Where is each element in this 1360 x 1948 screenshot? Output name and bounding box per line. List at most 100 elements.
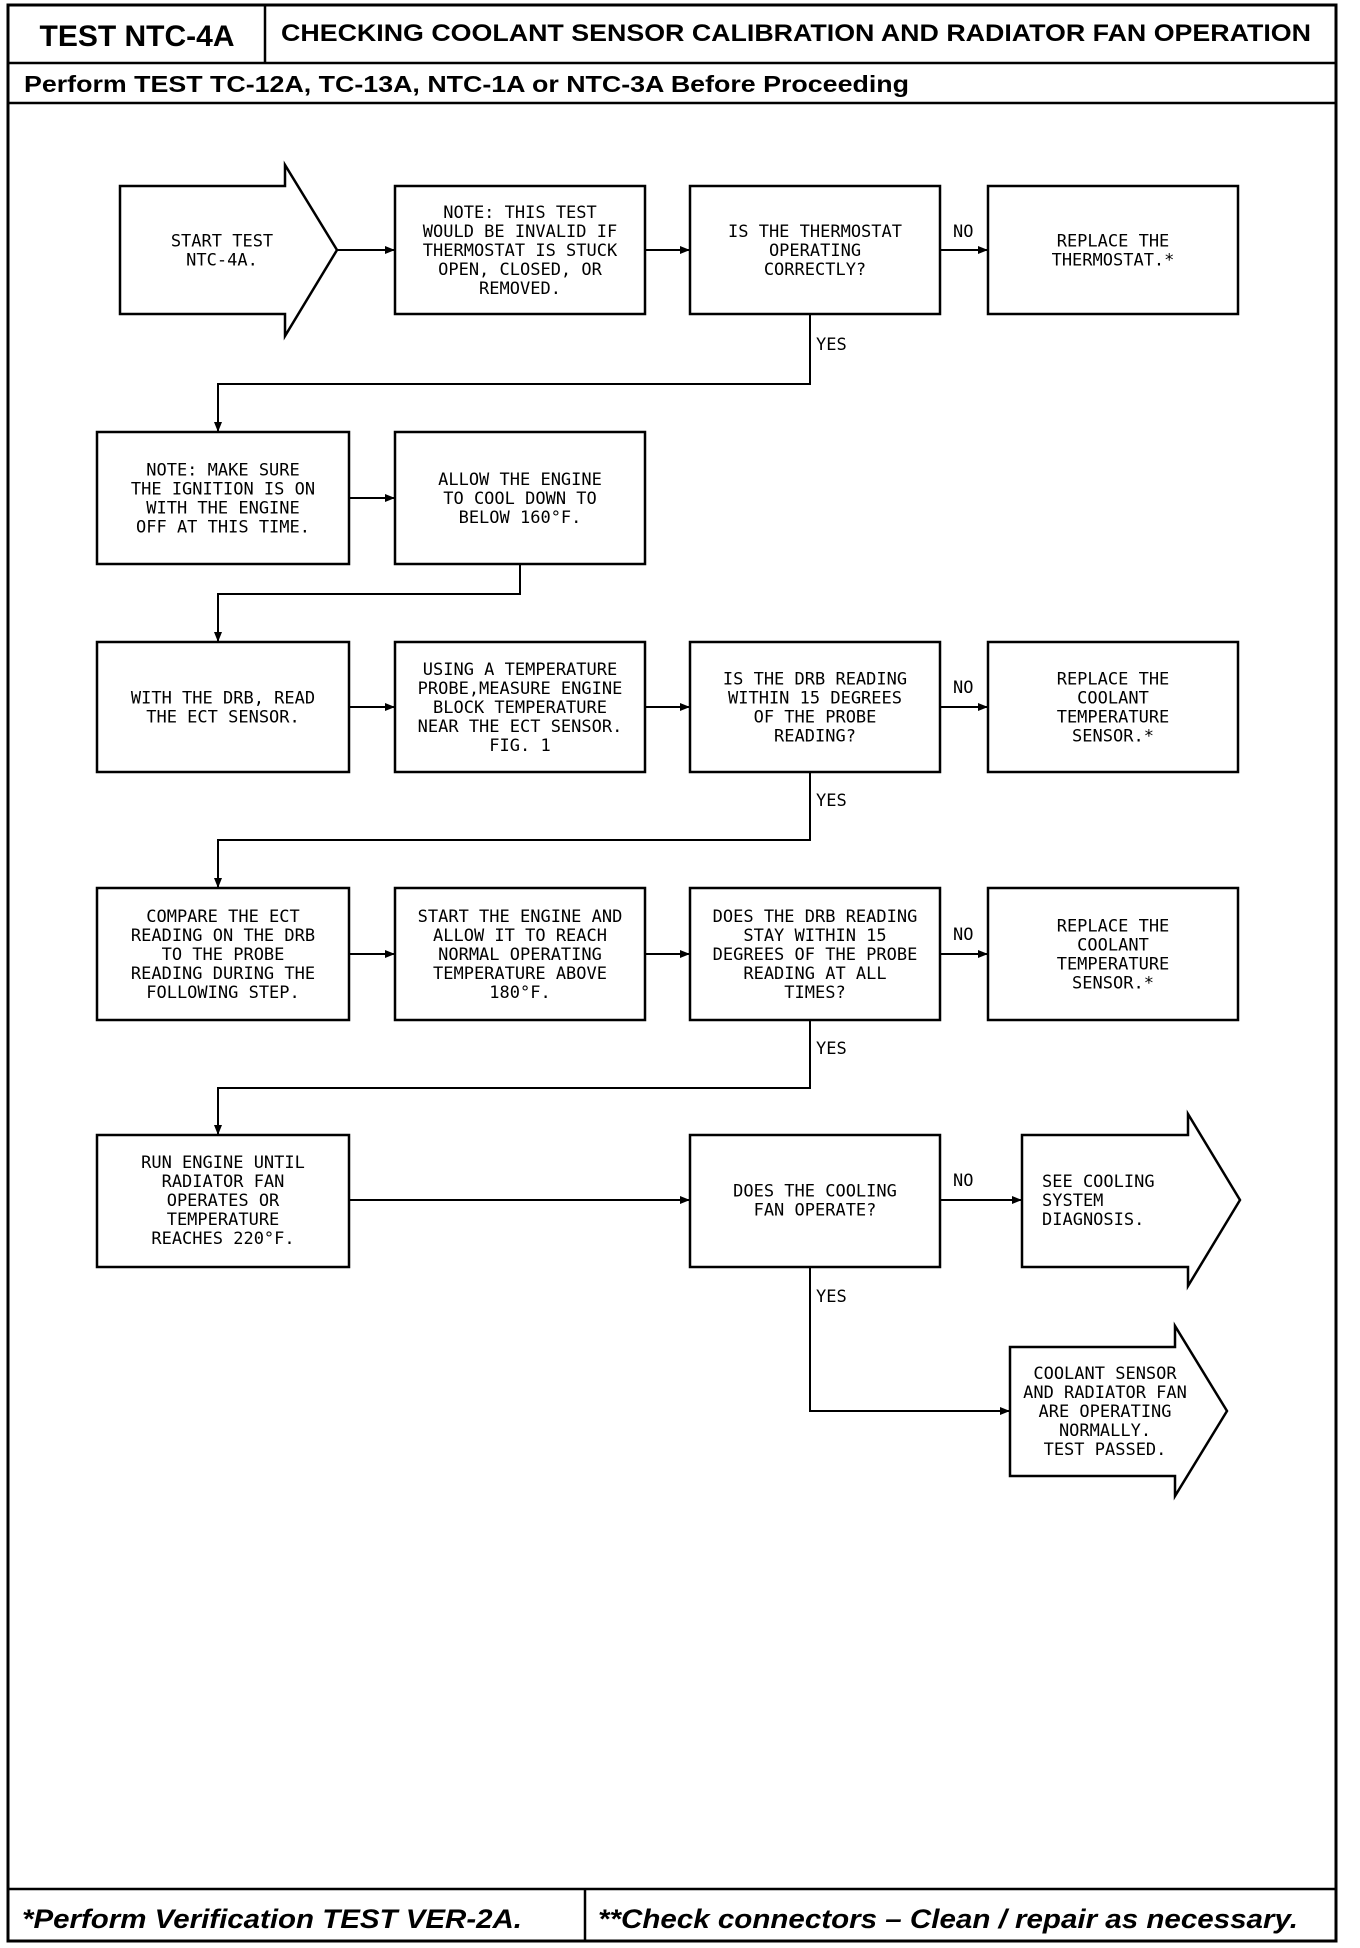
node-text-line: REACHES 220°F.: [151, 1229, 294, 1249]
connector-q2-yes: [214, 772, 811, 888]
label-yes-1: YES: [816, 335, 847, 355]
node-text-line: AND RADIATOR FAN: [1023, 1383, 1187, 1403]
node-text-line: THERMOSTAT.*: [1052, 251, 1175, 271]
node-text-line: TO THE PROBE: [162, 945, 285, 965]
label-no-2: NO: [953, 678, 973, 698]
node-text-line: THE IGNITION IS ON: [131, 480, 315, 500]
node-text-line: RUN ENGINE UNTIL: [141, 1153, 305, 1173]
node-text-line: FIG. 1: [489, 736, 550, 756]
node-text-line: DEGREES OF THE PROBE: [713, 945, 918, 965]
connector-q4-yes: [809, 1267, 1010, 1415]
node-text-line: SENSOR.*: [1072, 727, 1154, 747]
replace-sensor-2-box: [986, 886, 1240, 1022]
label-no-1: NO: [953, 222, 973, 242]
node-text-line: COOLANT: [1077, 689, 1149, 709]
node-text-line: ALLOW IT TO REACH: [433, 926, 607, 946]
node-text-line: FOLLOWING STEP.: [146, 983, 300, 1003]
node-text-line: PROBE,MEASURE ENGINE: [418, 679, 623, 699]
label-no-3: NO: [953, 925, 973, 945]
node-text-line: READING ON THE DRB: [131, 926, 315, 946]
node-text-line: REPLACE THE: [1057, 232, 1170, 252]
page-subtitle: Perform TEST TC-12A, TC-13A, NTC-1A or N…: [24, 71, 909, 97]
node-text-line: STAY WITHIN 15: [743, 926, 886, 946]
node-text-line: THE ECT SENSOR.: [146, 708, 300, 728]
node-text-line: NORMALLY.: [1059, 1421, 1151, 1441]
page-title: CHECKING COOLANT SENSOR CALIBRATION AND …: [281, 20, 1311, 47]
node-text-line: START TEST: [171, 232, 273, 252]
node-text-line: TEMPERATURE: [1057, 955, 1170, 975]
node-text-line: NOTE: MAKE SURE: [146, 461, 300, 481]
node-text-line: NOTE: THIS TEST: [443, 203, 597, 223]
test-passed-arrow-shape: [1008, 1321, 1229, 1501]
node-text-line: RADIATOR FAN: [162, 1172, 285, 1192]
node-text-line: COMPARE THE ECT: [146, 907, 300, 927]
node-text-line: OPERATING: [769, 241, 861, 261]
node-text-line: REMOVED.: [479, 279, 561, 299]
node-text-line: TEMPERATURE: [167, 1210, 280, 1230]
node-text-line: OPERATES OR: [167, 1191, 280, 1211]
node-text-line: BLOCK TEMPERATURE: [433, 698, 607, 718]
node-text-line: NTC-4A.: [186, 251, 258, 271]
node-text-line: ALLOW THE ENGINE: [438, 470, 602, 490]
node-text-line: START THE ENGINE AND: [418, 907, 623, 927]
start-arrow-shape: [118, 160, 339, 341]
node-text-line: DOES THE DRB READING: [713, 907, 918, 927]
label-no-4: NO: [953, 1171, 973, 1191]
node-text-line: SENSOR.*: [1072, 974, 1154, 994]
node-text-line: ARE OPERATING: [1038, 1402, 1171, 1422]
node-text-line: SEE COOLING: [1042, 1172, 1155, 1192]
node-text-line: 180°F.: [489, 983, 550, 1003]
node-text-line: READING DURING THE: [131, 964, 315, 984]
node-text-line: OF THE PROBE: [754, 708, 877, 728]
label-yes-2: YES: [816, 791, 847, 811]
node-text-line: TO COOL DOWN TO: [443, 489, 597, 509]
node-text-line: COOLANT SENSOR: [1033, 1364, 1177, 1384]
connector-q3-yes: [214, 1020, 811, 1135]
node-text-line: TEMPERATURE ABOVE: [433, 964, 607, 984]
node-text-line: THERMOSTAT IS STUCK: [423, 241, 618, 261]
node-text-line: IS THE DRB READING: [723, 670, 907, 690]
node-text-line: WITH THE DRB, READ: [131, 689, 315, 709]
node-text-line: SYSTEM: [1042, 1191, 1103, 1211]
test-id: TEST NTC-4A: [40, 20, 235, 53]
node-text-line: COOLANT: [1077, 936, 1149, 956]
node-text-line: OPEN, CLOSED, OR: [438, 260, 603, 280]
node-text-line: DIAGNOSIS.: [1042, 1210, 1144, 1230]
see-cooling-arrow-shape: [1020, 1109, 1242, 1291]
node-text-line: WITHIN 15 DEGREES: [728, 689, 902, 709]
node-text-line: TEMPERATURE: [1057, 708, 1170, 728]
footer-note-right: **Check connectors – Clean / repair as n…: [598, 1904, 1298, 1934]
label-yes-3: YES: [816, 1039, 847, 1059]
node-text-line: TIMES?: [784, 983, 845, 1003]
label-yes-4: YES: [816, 1287, 847, 1307]
node-text-line: OFF AT THIS TIME.: [136, 518, 310, 538]
footer-note-left: *Perform Verification TEST VER-2A.: [22, 1904, 522, 1934]
node-text-line: REPLACE THE: [1057, 917, 1170, 937]
connector-cool-read: [214, 564, 521, 642]
node-text-line: BELOW 160°F.: [459, 508, 582, 528]
node-text-line: WITH THE ENGINE: [146, 499, 300, 519]
node-text-line: READING?: [774, 727, 856, 747]
replace-thermostat-box: [986, 184, 1240, 316]
node-text-line: USING A TEMPERATURE: [423, 660, 617, 680]
node-text-line: IS THE THERMOSTAT: [728, 222, 902, 242]
